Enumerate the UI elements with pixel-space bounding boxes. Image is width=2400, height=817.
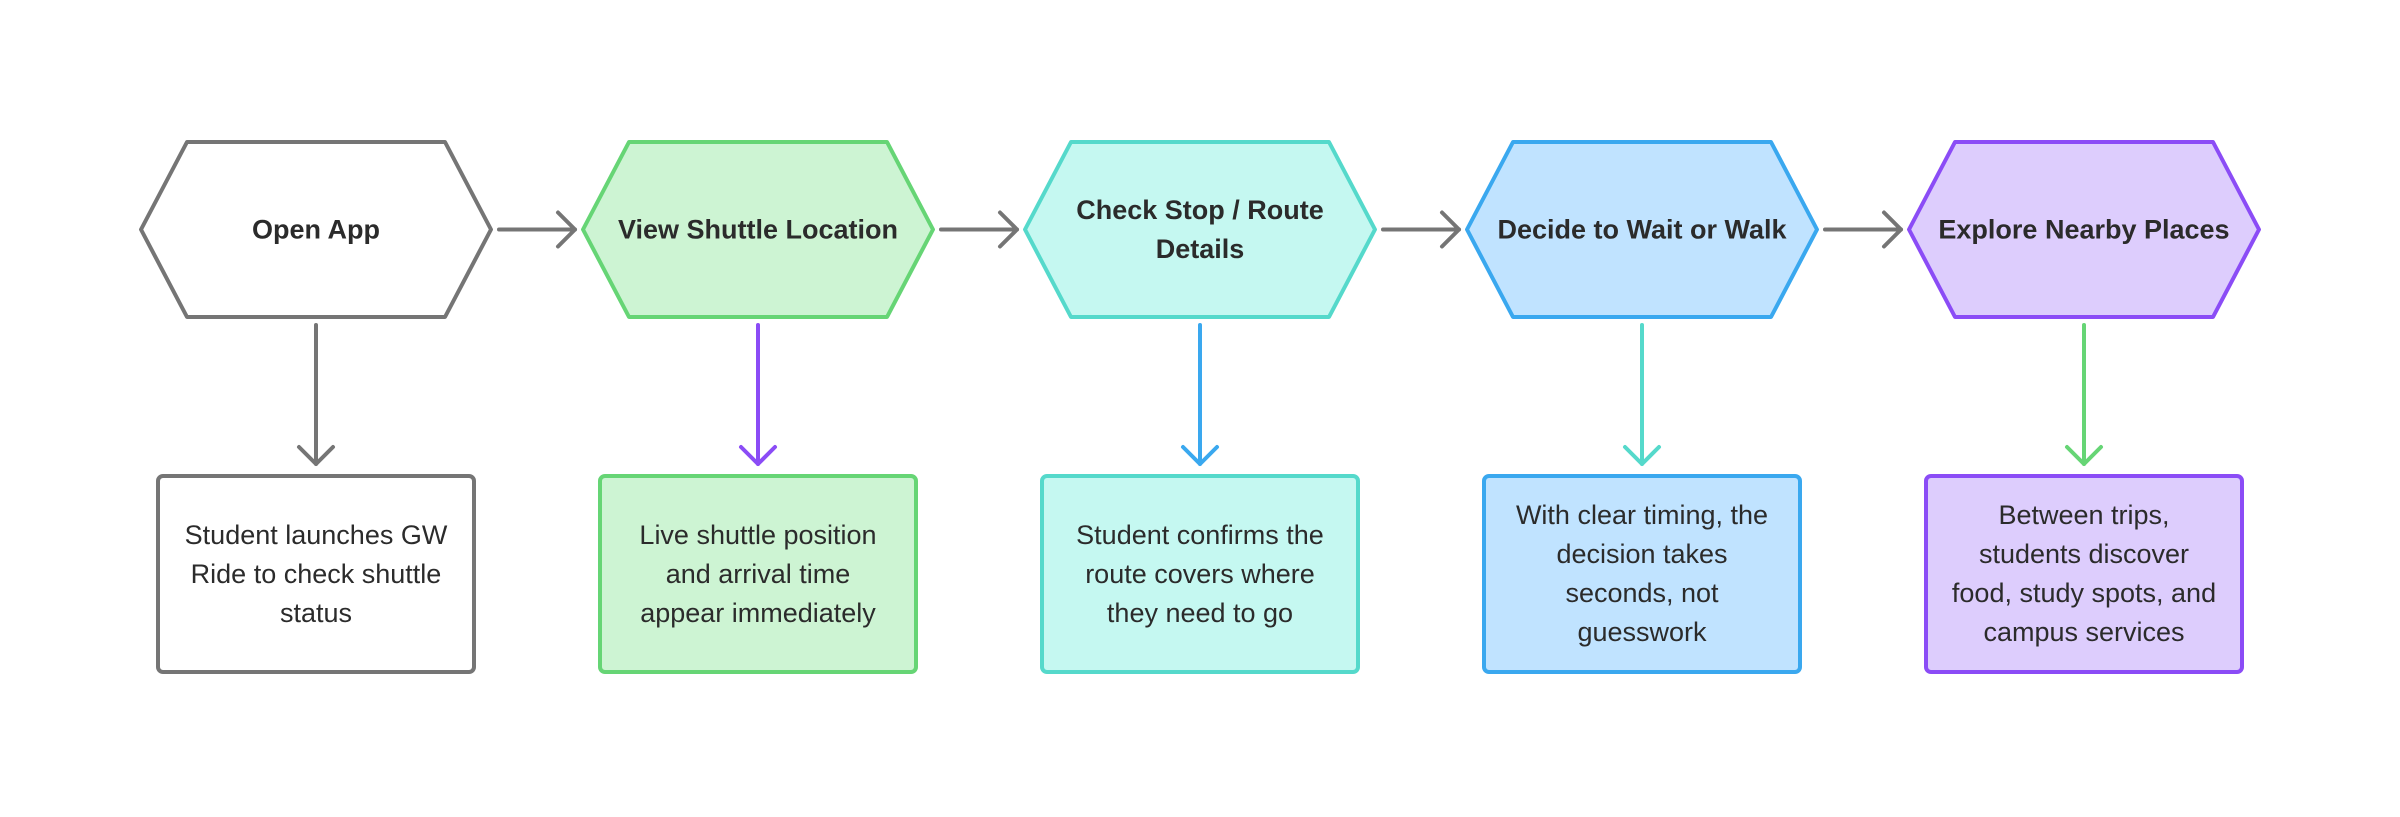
step-2-label: View Shuttle Location <box>618 215 898 245</box>
connector-arrow-2-to-3 <box>939 210 1019 249</box>
step-4-node: Decide to Wait or Walk <box>1465 140 1819 319</box>
step-5-hexagon <box>1907 140 2261 319</box>
step-5-label: Explore Nearby Places <box>1938 215 2229 245</box>
step-3-label: Details <box>1156 234 1245 264</box>
step-3-down-arrow <box>1181 323 1219 466</box>
step-2-description: Live shuttle position and arrival time a… <box>598 474 918 674</box>
connector-arrow-1-to-2 <box>497 210 577 249</box>
step-3-hexagon <box>1023 140 1377 319</box>
step-3-description: Student confirms the route covers where … <box>1040 474 1360 674</box>
step-1-down-arrow <box>297 323 335 466</box>
step-5-node: Explore Nearby Places <box>1907 140 2261 319</box>
step-4-label: Decide to Wait or Walk <box>1497 215 1787 245</box>
step-1-node: Open App <box>139 140 493 319</box>
connector-arrow-4-to-5 <box>1823 210 1903 249</box>
step-2-node: View Shuttle Location <box>581 140 935 319</box>
step-3-label: Check Stop / Route <box>1076 195 1324 225</box>
step-5-down-arrow <box>2065 323 2103 466</box>
connector-arrow-3-to-4 <box>1381 210 1461 249</box>
step-1-hexagon <box>139 140 493 319</box>
step-4-hexagon <box>1465 140 1819 319</box>
step-5-description: Between trips, students discover food, s… <box>1924 474 2244 674</box>
step-1-description: Student launches GW Ride to check shuttl… <box>156 474 476 674</box>
step-2-hexagon <box>581 140 935 319</box>
step-4-down-arrow <box>1623 323 1661 466</box>
step-4-description: With clear timing, the decision takes se… <box>1482 474 1802 674</box>
step-2-down-arrow <box>739 323 777 466</box>
step-1-label: Open App <box>252 215 380 245</box>
